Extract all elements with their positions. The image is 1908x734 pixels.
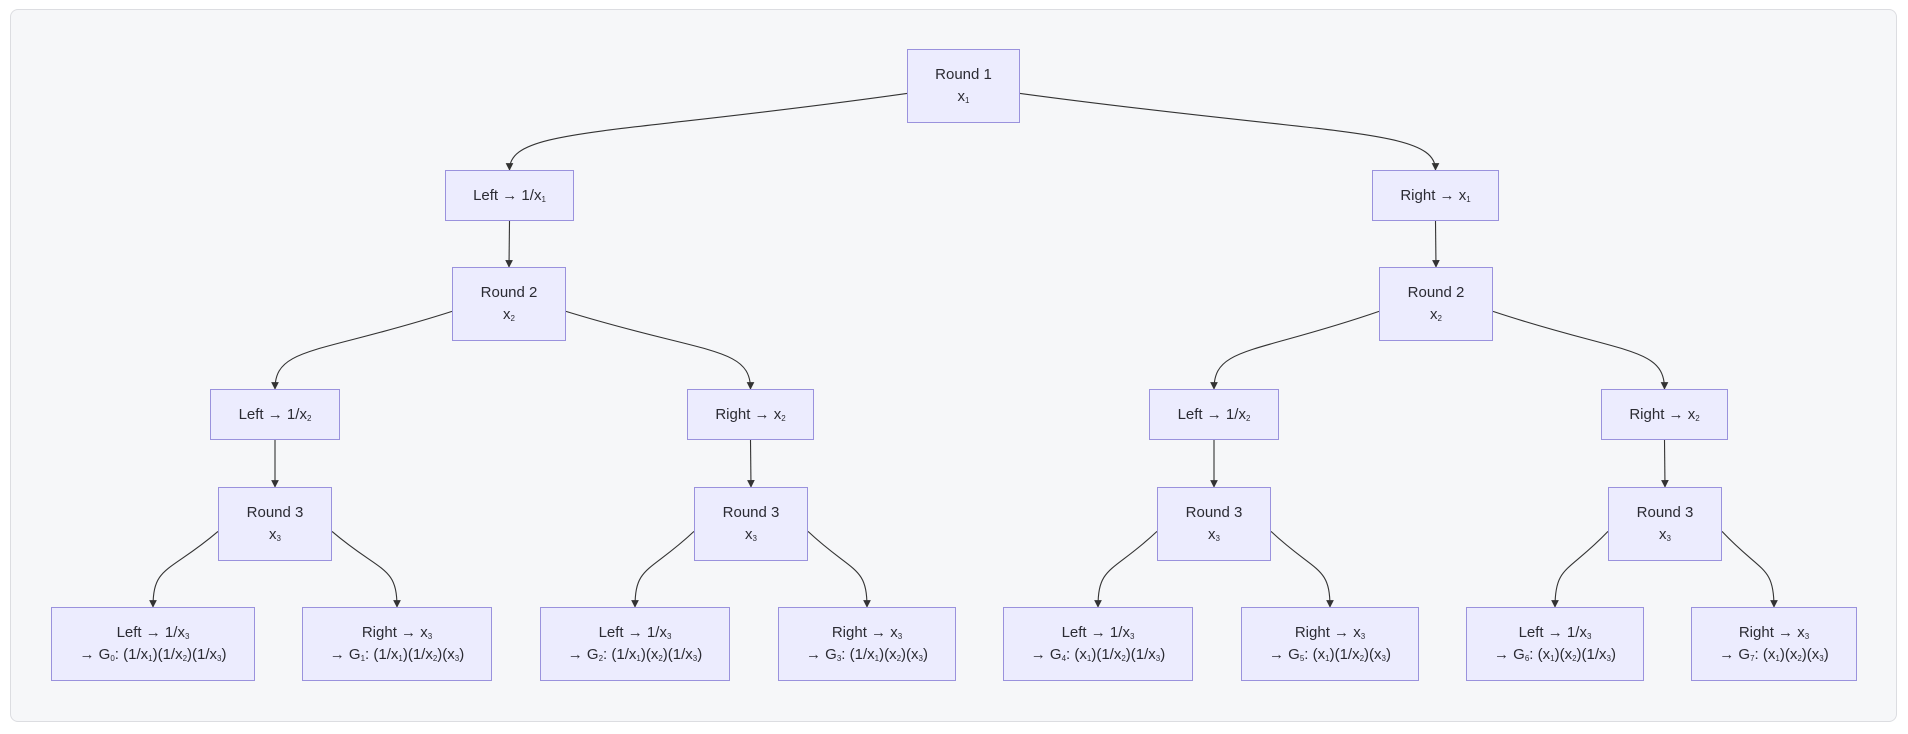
node-label-line: Round 2 xyxy=(480,284,538,301)
node-label-line: → G0: (1/x1)(1/x2)(1/x3) xyxy=(79,646,227,663)
node-r1: Round 1 x1 xyxy=(907,49,1020,123)
edge-r3a-g0 xyxy=(149,530,219,608)
node-label-line: x3 xyxy=(1659,526,1671,543)
edge-rt2a-r3b xyxy=(747,439,755,488)
edge-r1-rt1 xyxy=(1019,92,1440,171)
node-label-line: Left → 1/x3 xyxy=(598,624,672,641)
edge-r3c-g4 xyxy=(1094,530,1158,608)
node-label-line: Right → x2 xyxy=(715,405,786,423)
node-label-line: Right → x3 xyxy=(831,624,903,641)
node-label-line: Left → 1/x3 xyxy=(116,624,190,641)
node-g1: Right → x3 → G1: (1/x1)(1/x2)(x3) xyxy=(302,607,492,681)
edge-l1-r2a xyxy=(505,220,513,268)
node-r3a: Round 3 x3 xyxy=(218,487,332,561)
node-label-line: Round 3 xyxy=(246,504,304,521)
edge-r3a-g1 xyxy=(331,530,401,608)
node-label-line: Right → x3 xyxy=(361,624,433,641)
edge-r3d-g6 xyxy=(1551,531,1609,608)
node-label-line: x1 xyxy=(957,88,970,105)
edge-r2b-l2b xyxy=(1210,310,1380,390)
node-r2a: Round 2 x2 xyxy=(452,267,566,341)
node-label-line: Round 1 xyxy=(935,66,992,83)
node-g2: Left → 1/x3 → G2: (1/x1)(x2)(1/x3) xyxy=(540,607,730,681)
node-g6: Left → 1/x3 → G6: (x1)(x2)(1/x3) xyxy=(1466,607,1644,681)
edge-r2a-rt2a xyxy=(565,310,755,390)
edge-rt2b-r3d xyxy=(1661,439,1669,488)
node-label-line: Right → x1 xyxy=(1400,186,1471,204)
node-label-line: → G4: (x1)(1/x2)(1/x3) xyxy=(1030,646,1166,663)
node-label-line: Round 3 xyxy=(1636,504,1694,521)
node-label-line: Round 3 xyxy=(722,504,780,521)
node-l2a: Left → 1/x2 xyxy=(210,389,340,440)
node-g7: Right → x3 → G7: (x1)(x2)(x3) xyxy=(1691,607,1857,681)
node-label-line: x3 xyxy=(269,526,281,543)
edge-r3d-g7 xyxy=(1721,531,1778,608)
node-label-line: x2 xyxy=(1430,306,1442,323)
node-rt2a: Right → x2 xyxy=(687,389,814,440)
node-label-line: Right → x3 xyxy=(1738,624,1810,641)
edge-r3c-g5 xyxy=(1270,530,1334,608)
edge-r1-l1 xyxy=(505,92,908,171)
node-r2b: Round 2 x2 xyxy=(1379,267,1493,341)
node-label-line: x2 xyxy=(503,306,515,323)
node-label-line: → G3: (1/x1)(x2)(x3) xyxy=(806,646,928,663)
node-r3c: Round 3 x3 xyxy=(1157,487,1271,561)
node-r3b: Round 3 x3 xyxy=(694,487,808,561)
node-r3d: Round 3 x3 xyxy=(1608,487,1722,561)
node-l2b: Left → 1/x2 xyxy=(1149,389,1279,440)
edge-r3b-g3 xyxy=(807,530,871,608)
node-label-line: Left → 1/x2 xyxy=(1177,405,1251,423)
node-l1: Left → 1/x1 xyxy=(445,170,574,221)
node-g5: Right → x3 → G5: (x1)(1/x2)(x3) xyxy=(1241,607,1419,681)
node-g0: Left → 1/x3 → G0: (1/x1)(1/x2)(1/x3) xyxy=(51,607,255,681)
node-label-line: → G6: (x1)(x2)(1/x3) xyxy=(1494,646,1616,663)
node-label-line: → G7: (x1)(x2)(x3) xyxy=(1719,646,1829,663)
node-label-line: Left → 1/x2 xyxy=(238,405,312,423)
node-label-line: → G5: (x1)(1/x2)(x3) xyxy=(1269,646,1391,663)
node-rt2b: Right → x2 xyxy=(1601,389,1728,440)
node-g4: Left → 1/x3 → G4: (x1)(1/x2)(1/x3) xyxy=(1003,607,1193,681)
node-label-line: Right → x2 xyxy=(1629,405,1700,423)
node-label-line: Right → x3 xyxy=(1294,624,1366,641)
node-g3: Right → x3 → G3: (1/x1)(x2)(x3) xyxy=(778,607,956,681)
node-label-line: Round 3 xyxy=(1185,504,1243,521)
node-label-line: Left → 1/x3 xyxy=(1518,624,1592,641)
edge-r2b-rt2b xyxy=(1492,310,1669,390)
node-label-line: → G2: (1/x1)(x2)(1/x3) xyxy=(567,646,703,663)
node-label-line: x3 xyxy=(745,526,757,543)
diagram-canvas xyxy=(10,9,1897,722)
node-label-line: Round 2 xyxy=(1407,284,1465,301)
edge-r2a-l2a xyxy=(271,310,453,390)
edge-rt1-r2b xyxy=(1432,220,1440,268)
node-label-line: Left → 1/x1 xyxy=(473,186,546,204)
node-label-line: → G1: (1/x1)(1/x2)(x3) xyxy=(329,646,465,663)
edge-r3b-g2 xyxy=(631,530,695,608)
node-rt1: Right → x1 xyxy=(1372,170,1499,221)
node-label-line: Left → 1/x3 xyxy=(1061,624,1135,641)
node-label-line: x3 xyxy=(1208,526,1220,543)
